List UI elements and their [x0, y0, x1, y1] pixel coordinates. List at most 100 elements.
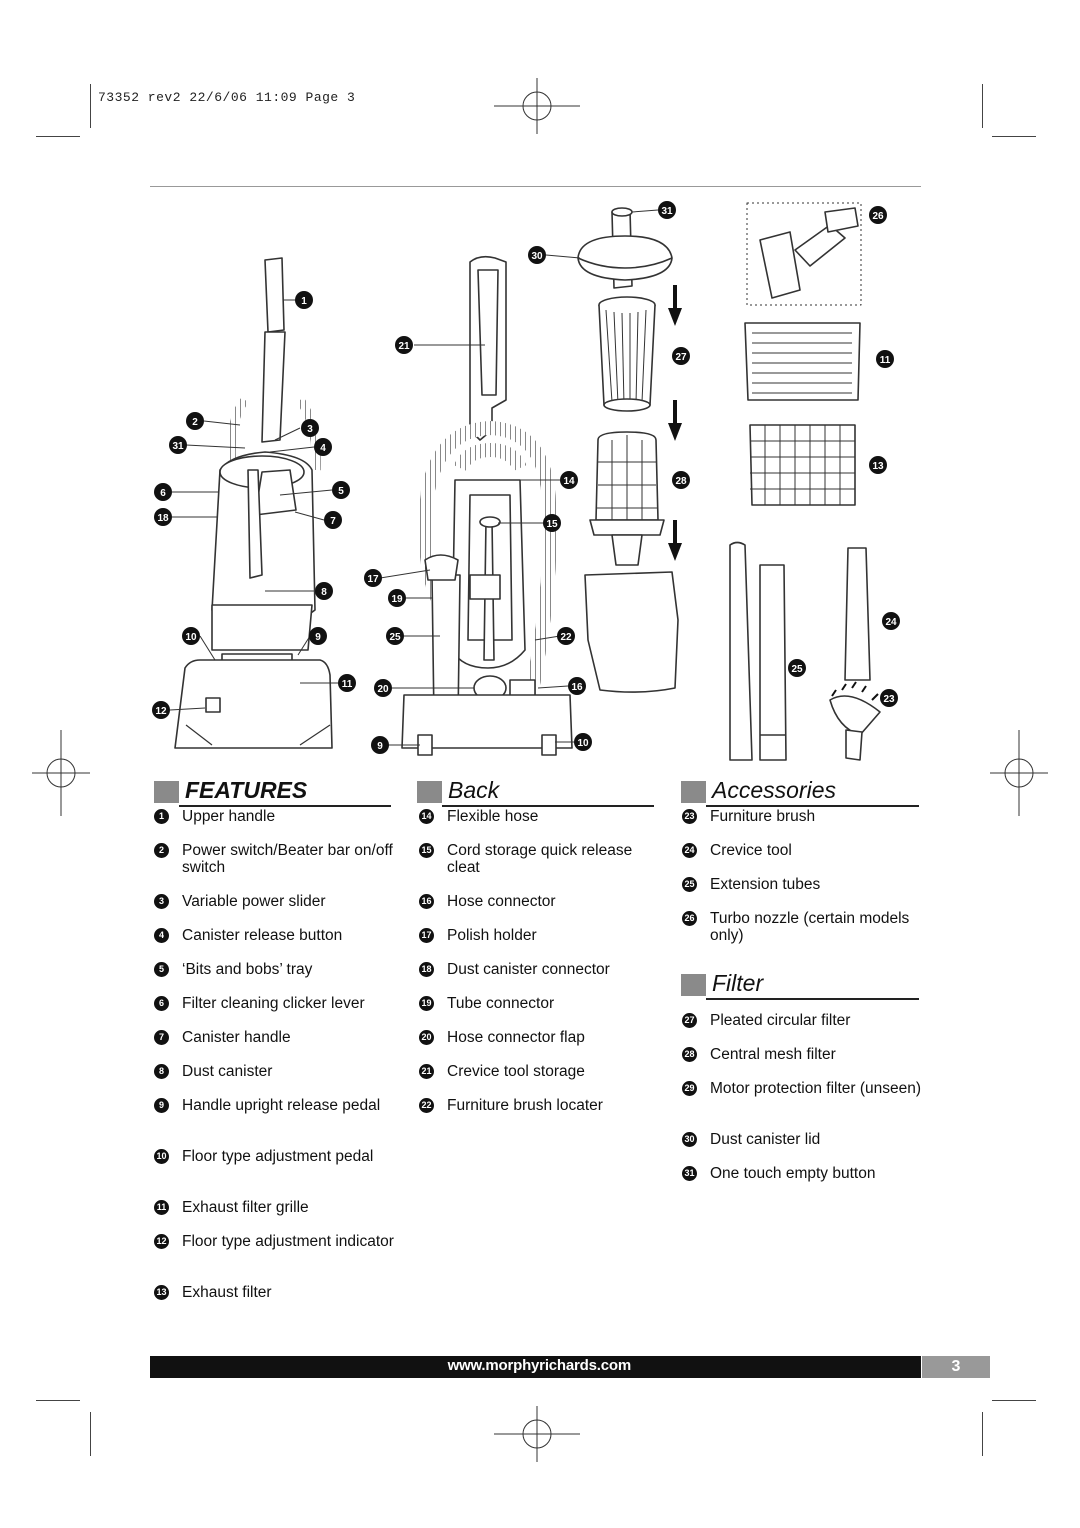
crop-mark	[36, 136, 80, 137]
callout-4: 4	[320, 443, 326, 454]
item-number-badge: 7	[154, 1030, 169, 1045]
item-number-badge: 6	[154, 996, 169, 1011]
registration-mark-top	[494, 78, 580, 134]
item-label: Hose connector	[447, 893, 556, 910]
callout-30: 30	[531, 251, 543, 262]
extension-tubes-illustration	[729, 541, 787, 761]
callout-9: 9	[377, 741, 383, 752]
item-number-badge: 9	[154, 1098, 169, 1113]
callout-18: 18	[157, 513, 169, 524]
callout-8: 8	[321, 587, 327, 598]
item-label: Exhaust filter grille	[182, 1199, 309, 1216]
callout-3: 3	[307, 424, 313, 435]
callout-6: 6	[160, 488, 166, 499]
item-label: ‘Bits and bobs’ tray	[182, 961, 313, 978]
filter-heading: Filter	[681, 970, 919, 1000]
crop-mark	[36, 1400, 80, 1401]
crevice-tool-illustration	[844, 547, 871, 681]
item-label: Upper handle	[182, 808, 276, 825]
vacuum-parts-diagram: 1 2 3 31 4 6 5 18 7 8 10 9 11 12 21 14 1…	[152, 201, 900, 761]
callout-12: 12	[155, 706, 167, 717]
crop-mark	[982, 84, 983, 128]
item-number-badge: 27	[682, 1013, 697, 1028]
item-number-badge: 5	[154, 962, 169, 977]
item-label: Tube connector	[447, 995, 555, 1012]
pleated-filter-illustration	[598, 296, 656, 412]
item-number-badge: 24	[682, 843, 697, 858]
item-label: Floor type adjustment pedal	[182, 1148, 374, 1165]
turbo-nozzle-illustration	[759, 207, 859, 299]
callout-31: 31	[172, 441, 184, 452]
item-number-badge: 18	[419, 962, 434, 977]
item-label: Motor protection filter (unseen)	[710, 1080, 922, 1097]
item-number-badge: 28	[682, 1047, 697, 1062]
callout-10: 10	[185, 632, 197, 643]
exhaust-filter-illustration	[749, 424, 856, 506]
callout-5: 5	[338, 486, 344, 497]
callout-25: 25	[791, 664, 803, 675]
callout-2: 2	[192, 417, 198, 428]
callout-10: 10	[577, 738, 589, 749]
furniture-brush-illustration	[829, 681, 881, 761]
callout-31: 31	[661, 206, 673, 217]
back-title: Back	[448, 777, 500, 803]
callout-9: 9	[315, 632, 321, 643]
callout-16: 16	[571, 682, 583, 693]
page-number: 3	[922, 1356, 990, 1378]
accessories-title: Accessories	[712, 777, 836, 803]
callout-24: 24	[885, 617, 897, 628]
callout-11: 11	[342, 679, 353, 690]
item-label: Flexible hose	[447, 808, 539, 825]
item-label: Handle upright release pedal	[182, 1097, 381, 1114]
callout-23: 23	[883, 694, 895, 705]
item-number-badge: 31	[682, 1166, 697, 1181]
item-label: Furniture brush locater	[447, 1097, 603, 1114]
item-label: Extension tubes	[710, 876, 821, 893]
item-number-badge: 2	[154, 843, 169, 858]
item-label: Crevice tool	[710, 842, 792, 859]
item-number-badge: 4	[154, 928, 169, 943]
callout-7: 7	[330, 516, 336, 527]
crop-mark	[992, 136, 1036, 137]
crop-mark	[992, 1400, 1036, 1401]
mesh-filter-illustration	[589, 431, 665, 566]
callout-28: 28	[675, 476, 687, 487]
item-number-badge: 19	[419, 996, 434, 1011]
callout-17: 17	[367, 574, 379, 585]
item-number-badge: 26	[682, 911, 697, 926]
callout-13: 13	[872, 461, 884, 472]
features-title: FEATURES	[185, 777, 308, 803]
item-number-badge: 8	[154, 1064, 169, 1079]
callout-22: 22	[560, 632, 572, 643]
item-label: Floor type adjustment indicator	[182, 1233, 394, 1250]
callout-25: 25	[389, 632, 401, 643]
accessories-heading: Accessories	[681, 777, 919, 807]
part-callouts: 1 2 3 31 4 6 5 18 7 8 10 9 11 12 21 14 1…	[152, 201, 900, 754]
website-url[interactable]: www.morphyrichards.com	[447, 1357, 632, 1374]
item-label: Pleated circular filter	[710, 1012, 851, 1029]
item-number-badge: 14	[419, 809, 434, 824]
callout-21: 21	[398, 341, 410, 352]
item-label: Central mesh filter	[710, 1046, 836, 1063]
item-label: Power switch/Beater bar on/off switch	[182, 842, 393, 876]
callout-15: 15	[546, 519, 558, 530]
filter-title: Filter	[712, 970, 764, 996]
crop-mark	[982, 1412, 983, 1456]
arrow-icons	[668, 285, 682, 561]
item-number-badge: 30	[682, 1132, 697, 1147]
item-number-badge: 3	[154, 894, 169, 909]
item-number-badge: 10	[154, 1149, 169, 1164]
registration-mark-left	[32, 730, 90, 816]
registration-mark-bottom	[494, 1406, 580, 1462]
item-number-badge: 11	[154, 1200, 169, 1215]
item-label: Hose connector flap	[447, 1029, 585, 1046]
item-number-badge: 16	[419, 894, 434, 909]
item-label: Turbo nozzle (certain models only)	[710, 910, 910, 944]
dust-canister-illustration	[584, 571, 679, 693]
features-heading: FEATURES	[154, 777, 391, 807]
callout-11: 11	[880, 355, 891, 366]
item-number-badge: 13	[154, 1285, 169, 1300]
print-slug: 73352 rev2 22/6/06 11:09 Page 3	[98, 90, 356, 105]
item-number-badge: 21	[419, 1064, 434, 1079]
item-label: Cord storage quick release cleat	[447, 842, 633, 876]
